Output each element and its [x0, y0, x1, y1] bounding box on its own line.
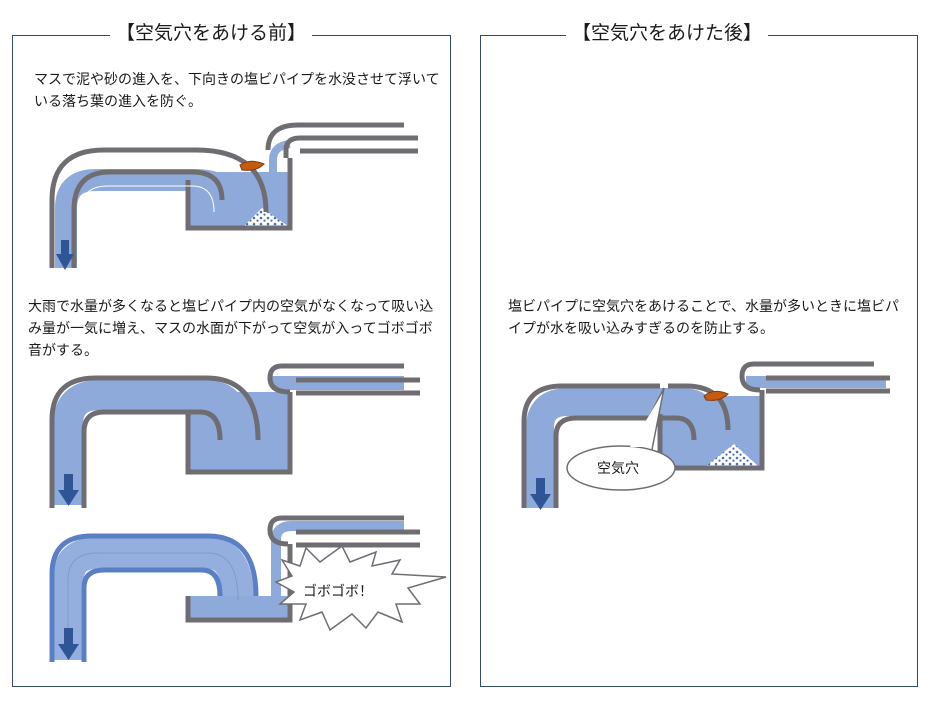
diagram-with-air-hole: 空気穴	[521, 361, 890, 510]
inlet-pipe-wall	[267, 363, 404, 395]
air-hole-callout: 空気穴	[566, 387, 676, 491]
basin-water	[188, 596, 290, 618]
after-title: 【空気穴をあけた後】	[566, 20, 769, 46]
flow-arrow-icon	[530, 478, 551, 510]
after-description: 塩ビパイプに空気穴をあけることで、水量が多いときに塩ビパイプが水を吸い込みすぎる…	[508, 299, 900, 337]
pipe-water	[53, 380, 253, 505]
diagram-heavy-rain	[49, 363, 420, 508]
flow-arrow-icon	[58, 628, 79, 660]
leaf-icon	[239, 160, 265, 171]
outlet-pipe-inner-wall	[81, 567, 223, 662]
basin-wall	[185, 158, 293, 231]
diagram-gurgling: ゴボゴボ！	[49, 515, 447, 662]
outlet-pipe-inner-wall	[81, 409, 223, 508]
basin-wall	[657, 390, 765, 471]
basin-wall	[185, 392, 293, 475]
before-description-normal: マスで泥や砂の進入を、下向きの塩ビパイプを水没させて浮いている落ち葉の進入を防ぐ…	[34, 72, 440, 110]
before-description-heavy-rain: 大雨で水量が多くなると塩ビパイプ内の空気がなくなって吸い込み量が一気に増え、マス…	[28, 299, 434, 359]
outlet-pipe-outer-wall	[49, 533, 259, 662]
pipe-water	[55, 169, 247, 268]
pipe-water	[526, 388, 726, 508]
before-title: 【空気穴をあける前】	[110, 20, 313, 46]
inlet-pipe-wall	[267, 515, 404, 547]
inlet-pipe-wall	[739, 361, 874, 393]
sound-burst-icon	[274, 544, 447, 632]
outlet-pipe-outer-wall	[49, 147, 269, 268]
air-hole-label: 空気穴	[597, 461, 639, 477]
outlet-pipe-outer-wall	[521, 383, 660, 508]
flow-arrow-icon	[56, 240, 74, 270]
diagram-normal	[49, 122, 418, 270]
after-panel	[480, 35, 918, 687]
pipe-water	[52, 537, 254, 660]
outlet-pipe-outer-wall	[49, 375, 261, 508]
outlet-pipe-inner-wall	[553, 415, 697, 508]
flow-arrow-icon	[58, 474, 79, 506]
sound-label: ゴボゴボ！	[303, 583, 373, 600]
sediment	[244, 208, 288, 226]
inlet-pipe-wall	[265, 122, 404, 151]
leaf-icon	[703, 390, 729, 401]
sediment	[706, 444, 758, 466]
outlet-pipe-inner-wall	[71, 169, 225, 268]
